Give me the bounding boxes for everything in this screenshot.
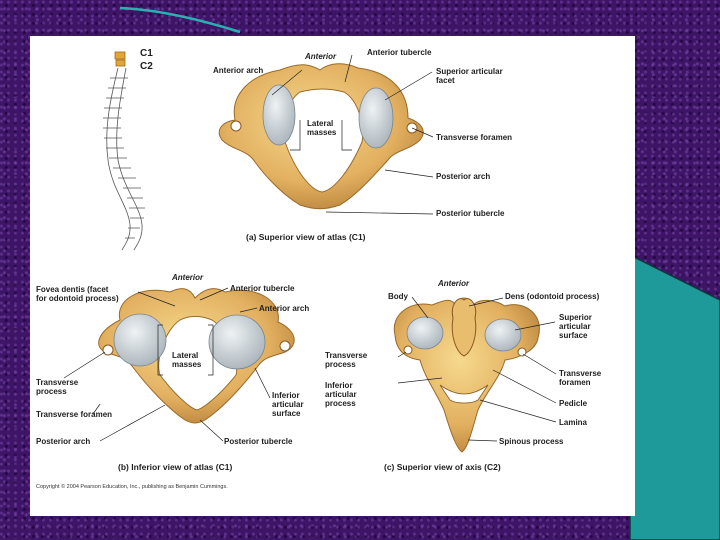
pedicle-label: Pedicle [559, 399, 588, 408]
leader-lines [63, 54, 557, 442]
anterior-arch-label-a: Anterior arch [213, 66, 264, 75]
caption-c: (c) Superior view of axis (C2) [384, 462, 501, 472]
copyright-notice: Copyright © 2004 Pearson Education, Inc.… [36, 484, 228, 490]
fovea-dentis-label: Fovea dentis (facet for odontoid process… [36, 285, 119, 303]
anterior-tubercle-label-a: Anterior tubercle [367, 48, 432, 57]
caption-b: (b) Inferior view of atlas (C1) [118, 462, 233, 472]
lateral-masses-label-a: Lateral masses [307, 119, 337, 137]
superior-articular-surface-label: Superior articular surface [559, 313, 592, 340]
anterior-label-b: Anterior [172, 273, 204, 282]
anterior-tubercle-label-b: Anterior tubercle [230, 284, 295, 293]
inferior-articular-process-label: Inferior articular process [325, 381, 357, 408]
atlas-superior-drawing [218, 63, 424, 210]
transverse-process-label-c: Transverse process [325, 351, 368, 369]
transverse-foramen-label-a: Transverse foramen [436, 133, 513, 142]
axis-superior-drawing [393, 297, 540, 453]
spine-column-sketch [103, 51, 145, 251]
caption-a: (a) Superior view of atlas (C1) [246, 232, 366, 242]
lamina-label: Lamina [559, 418, 588, 427]
anterior-arch-label-b: Anterior arch [259, 304, 310, 313]
spine-label-c1: C1 [140, 48, 153, 59]
lateral-masses-label-b: Lateral masses [172, 351, 202, 369]
dens-label: Dens (odontoid process) [505, 292, 600, 301]
spine-label-c2: C2 [140, 61, 153, 72]
inferior-articular-surface-label: Inferior articular surface [272, 391, 304, 418]
posterior-arch-label-a: Posterior arch [436, 172, 491, 181]
posterior-tubercle-label-b: Posterior tubercle [224, 437, 293, 446]
transverse-foramen-label-b: Transverse foramen [36, 410, 113, 419]
atlas-inferior-drawing [98, 288, 295, 424]
posterior-arch-label-b: Posterior arch [36, 437, 91, 446]
transverse-process-label-b: Transverse process [36, 378, 79, 396]
spinous-process-label: Spinous process [499, 437, 564, 446]
transverse-foramen-label-c: Transverse foramen [559, 369, 602, 387]
body-label: Body [388, 292, 408, 301]
posterior-tubercle-label-a: Posterior tubercle [436, 209, 505, 218]
anterior-label-c: Anterior [438, 279, 470, 288]
anterior-label-a: Anterior [305, 52, 337, 61]
superior-articular-facet-label: Superior articular facet [436, 67, 503, 85]
